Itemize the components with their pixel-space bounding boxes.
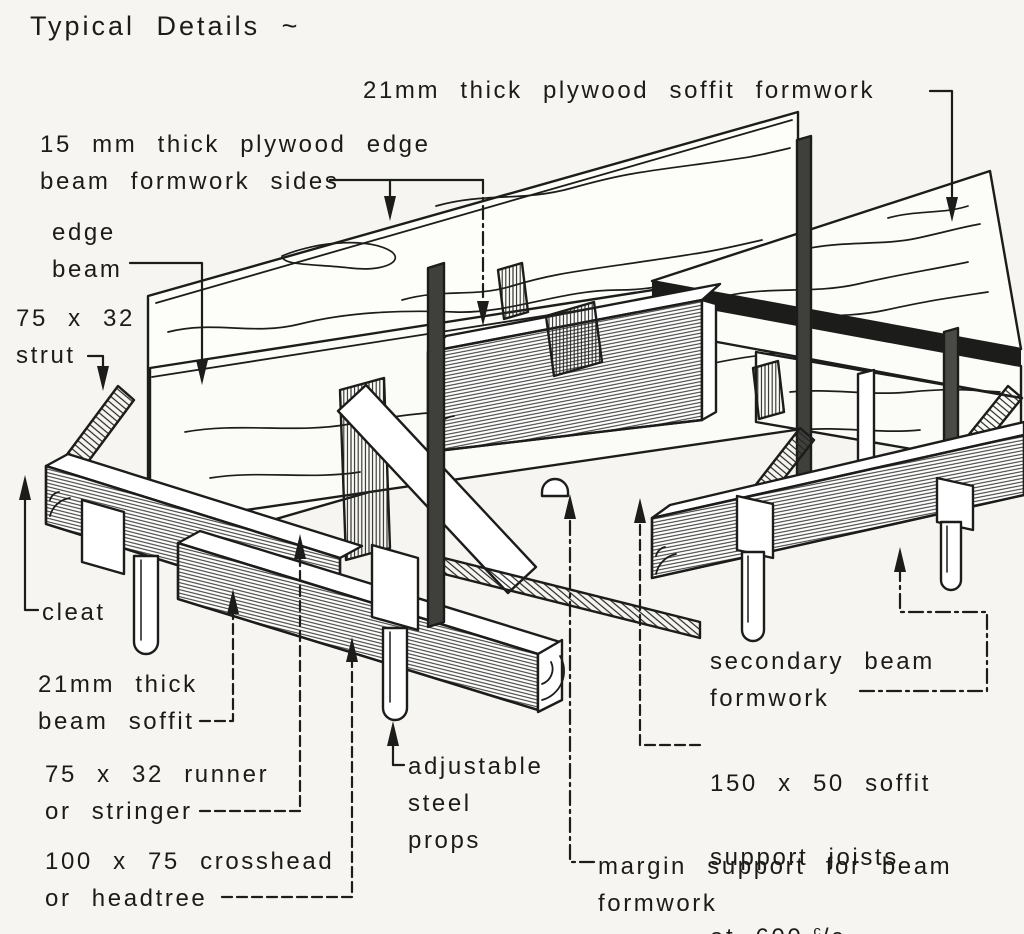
formwork-stud bbox=[426, 261, 446, 629]
leader-soffit-formwork bbox=[928, 89, 954, 200]
label-margin-support: margin support for beam formwork bbox=[598, 853, 953, 917]
leader-arrowheads bbox=[19, 196, 958, 746]
steel-prop bbox=[132, 554, 160, 656]
soffit-joist-end bbox=[751, 359, 786, 421]
crosshead-beam bbox=[176, 529, 565, 714]
label-soffit-joists: 150 x 50 soffit support joists at 600c/c bbox=[710, 728, 931, 934]
label-edge-beam: edge beam bbox=[52, 219, 123, 283]
leader-runner bbox=[198, 556, 302, 813]
steel-prop bbox=[381, 626, 409, 722]
cleat-block bbox=[80, 498, 126, 576]
label-soffit-formwork: 21mm thick plywood soffit formwork bbox=[363, 77, 876, 104]
margin-support-block bbox=[540, 477, 570, 498]
leader-edge-sides bbox=[328, 178, 485, 199]
label-cleat: cleat bbox=[42, 599, 106, 626]
label-steel-props: adjustable steel props bbox=[408, 753, 544, 854]
label-crosshead: 100 x 75 crosshead or headtree bbox=[45, 848, 335, 912]
cleat-block bbox=[935, 476, 975, 532]
end-grain-rings bbox=[49, 491, 71, 517]
leader-secondary bbox=[858, 569, 989, 693]
label-joists-line2: support joists bbox=[710, 844, 899, 871]
leader-strut bbox=[86, 354, 105, 369]
soffit-joist-end bbox=[544, 300, 604, 378]
deck-edge-band bbox=[652, 281, 1021, 366]
centres-superscript: c bbox=[813, 923, 822, 934]
end-grain-rings bbox=[655, 546, 677, 575]
steel-prop bbox=[740, 550, 766, 643]
leader-lines bbox=[23, 89, 989, 899]
label-beam-soffit: 21mm thick beam soffit bbox=[38, 671, 198, 735]
leader-props bbox=[391, 743, 406, 767]
leader-beam-soffit bbox=[198, 611, 235, 723]
end-grain-rings bbox=[541, 655, 565, 701]
leader-edge-beam bbox=[128, 261, 204, 363]
leader-cleat bbox=[23, 497, 40, 612]
cleat-block bbox=[735, 494, 775, 560]
steel-prop bbox=[939, 520, 963, 592]
label-joists-line1: 150 x 50 soffit bbox=[710, 770, 931, 797]
figure-title: Typical Details ~ bbox=[30, 11, 301, 41]
cleat-block bbox=[370, 543, 420, 632]
label-secondary-beam: secondary beam formwork bbox=[710, 648, 935, 712]
label-joists-line3: at 600c/c bbox=[710, 913, 931, 934]
plywood-grain bbox=[725, 205, 989, 323]
label-edge-formwork-sides: 15 mm thick plywood edge beam formwork s… bbox=[40, 131, 431, 195]
soffit-joist-end bbox=[496, 261, 530, 321]
label-strut: 75 x 32 strut bbox=[16, 305, 135, 369]
label-runner: 75 x 32 runner or stringer bbox=[45, 761, 270, 825]
leader-margin bbox=[568, 516, 596, 864]
leader-crosshead bbox=[220, 659, 354, 899]
leader-joists bbox=[638, 520, 702, 747]
